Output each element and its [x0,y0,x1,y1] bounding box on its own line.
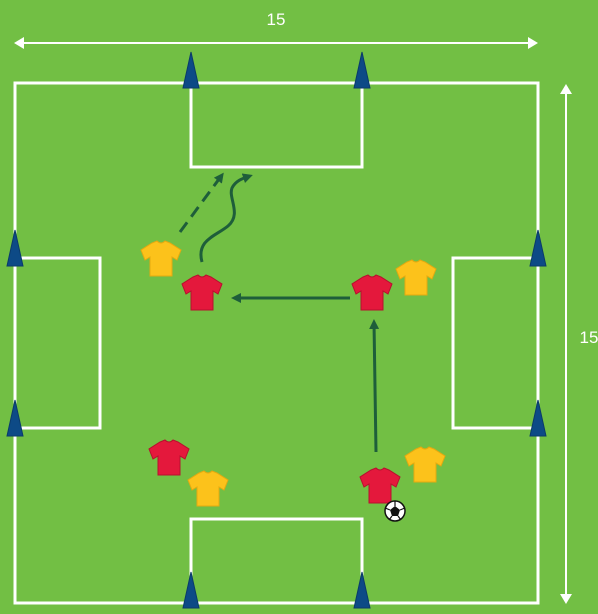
soccer-ball-icon [385,501,405,521]
height-label: 15 [580,328,598,347]
width-label: 15 [267,10,286,29]
pass-arrow-up [374,322,376,452]
